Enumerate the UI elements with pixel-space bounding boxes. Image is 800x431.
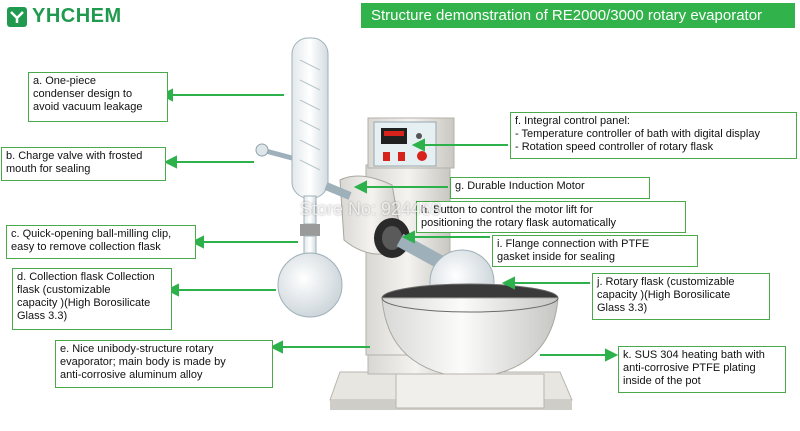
collection-flask	[277, 224, 343, 318]
callout-ball-milling-clip: c. Quick-opening ball-milling clip, easy…	[6, 225, 196, 259]
brand-logo: YHCHEM	[6, 5, 122, 28]
callout-charge-valve: b. Charge valve with frosted mouth for s…	[1, 147, 166, 181]
callout-heating-bath: k. SUS 304 heating bath with anti-corros…	[618, 346, 786, 393]
motor-housing	[339, 175, 410, 258]
callout-condenser: a. One-piece condenser design to avoid v…	[28, 72, 168, 122]
page-title: Structure demonstration of RE2000/3000 r…	[361, 3, 795, 28]
store-watermark: Store No: 924469	[300, 199, 442, 219]
callout-collection-flask: d. Collection flask Collection flask (cu…	[12, 268, 172, 330]
callout-main-body: e. Nice unibody-structure rotary evapora…	[55, 340, 273, 388]
callout-rotary-flask: j. Rotary flask (customizable capacity )…	[592, 273, 770, 320]
brand-name: YHCHEM	[32, 5, 122, 27]
arrows	[159, 88, 619, 362]
callout-flange-connection: i. Flange connection with PTFE gasket in…	[492, 235, 698, 267]
callout-induction-motor: g. Durable Induction Motor	[450, 177, 650, 199]
yhchem-logo-icon	[7, 6, 27, 27]
condenser	[255, 37, 352, 225]
heating-bath	[381, 283, 559, 409]
callout-lift-button: h. Button to control the motor lift for …	[416, 201, 686, 233]
callout-control-panel: f. Integral control panel: - Temperature…	[510, 112, 797, 159]
